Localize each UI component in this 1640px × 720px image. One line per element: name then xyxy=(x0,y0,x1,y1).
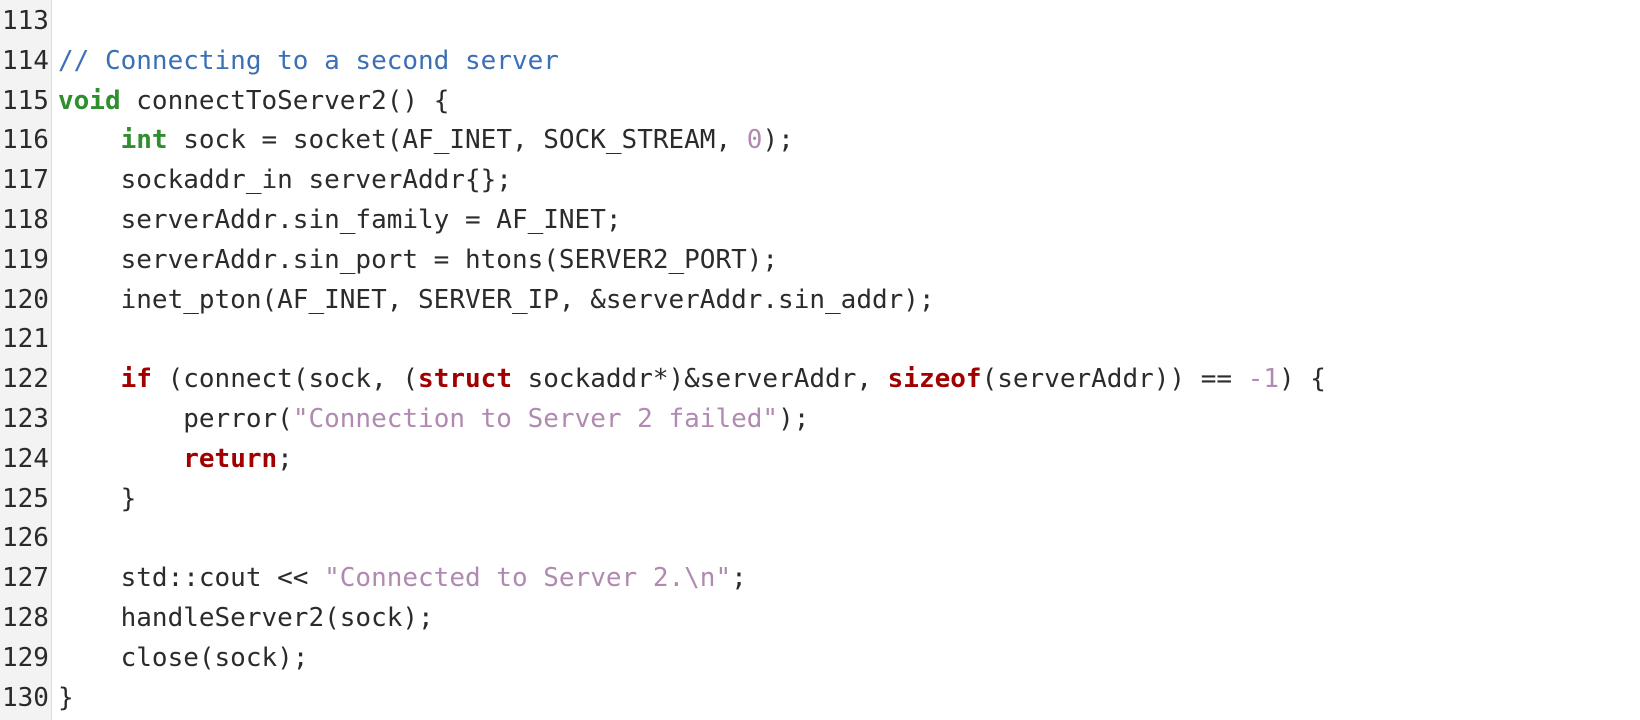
code-token: (connect(sock, ( xyxy=(151,364,419,395)
code-line[interactable]: close(sock); xyxy=(58,639,1640,679)
code-line[interactable]: void connectToServer2() { xyxy=(58,82,1640,122)
code-line[interactable]: sockaddr_in serverAddr{}; xyxy=(58,161,1640,201)
code-token: void xyxy=(58,85,121,116)
code-token: ) { xyxy=(1279,364,1326,395)
code-token: sizeof xyxy=(887,364,982,395)
code-token: serverAddr.sin_port = htons(SERVER2_PORT… xyxy=(58,244,779,275)
line-number: 125 xyxy=(2,483,49,514)
line-number: 126 xyxy=(2,523,49,554)
code-token: 0 xyxy=(746,125,763,156)
line-number: 116 xyxy=(2,125,49,156)
line-number: 121 xyxy=(2,324,49,355)
code-token: sockaddr*)&serverAddr, xyxy=(511,364,888,395)
line-number: 119 xyxy=(2,244,49,275)
code-token: sockaddr_in serverAddr{}; xyxy=(58,165,512,196)
code-token: inet_pton(AF_INET, SERVER_IP, &serverAdd… xyxy=(58,284,935,315)
code-token: ); xyxy=(762,125,794,156)
line-number: 122 xyxy=(2,364,49,395)
code-token: ; xyxy=(731,563,747,594)
code-token xyxy=(58,444,183,474)
line-number: 130 xyxy=(2,682,49,713)
code-line[interactable]: } xyxy=(58,679,1640,719)
code-line[interactable]: perror("Connection to Server 2 failed"); xyxy=(58,400,1640,440)
code-line[interactable]: return; xyxy=(58,440,1640,480)
code-token: struct xyxy=(418,364,512,395)
line-number: 123 xyxy=(2,403,49,434)
code-token: close(sock); xyxy=(58,642,309,673)
code-line[interactable] xyxy=(58,320,1640,360)
line-number: 124 xyxy=(2,443,49,474)
line-number: 120 xyxy=(2,284,49,315)
code-token: } xyxy=(58,483,137,514)
line-number-gutter: 113 114 115 116 117 118 119 120 121 122 123 124 125 1… xyxy=(0,0,52,720)
code-token: int xyxy=(120,125,168,156)
code-line[interactable]: // Connecting to a second server xyxy=(58,42,1640,82)
code-line[interactable]: serverAddr.sin_family = AF_INET; xyxy=(58,201,1640,241)
code-token: handleServer2(sock); xyxy=(58,602,434,633)
code-token: } xyxy=(58,682,74,713)
code-token: // Connecting to a second server xyxy=(58,45,559,76)
code-token: if xyxy=(120,364,152,395)
code-line[interactable]: int sock = socket(AF_INET, SOCK_STREAM, … xyxy=(58,121,1640,161)
code-token: "Connected to Server 2.\n" xyxy=(324,563,732,594)
line-number: 113 xyxy=(2,6,49,36)
code-token: -1 xyxy=(1247,364,1279,395)
line-number: 117 xyxy=(2,165,49,196)
code-line[interactable]: if (connect(sock, (struct sockaddr*)&ser… xyxy=(58,360,1640,400)
code-line[interactable]: serverAddr.sin_port = htons(SERVER2_PORT… xyxy=(58,241,1640,281)
line-number: 114 xyxy=(2,45,49,76)
code-token: "Connection to Server 2 failed" xyxy=(292,403,779,434)
code-token: (serverAddr)) == xyxy=(981,364,1248,395)
code-token xyxy=(58,364,121,394)
code-line[interactable]: handleServer2(sock); xyxy=(58,599,1640,639)
code-token: sock = socket(AF_INET, SOCK_STREAM, xyxy=(167,125,747,156)
code-token xyxy=(58,125,121,155)
code-area[interactable]: // Connecting to a second server void con… xyxy=(52,0,1640,720)
code-token: serverAddr.sin_family = AF_INET; xyxy=(58,204,622,235)
code-token: connectToServer2() { xyxy=(120,85,450,116)
code-line[interactable] xyxy=(58,519,1640,559)
code-line[interactable]: } xyxy=(58,480,1640,520)
line-number: 115 xyxy=(2,85,49,116)
code-token: return xyxy=(183,443,278,474)
code-token: ); xyxy=(778,403,810,434)
code-token: ; xyxy=(277,443,293,474)
line-number: 118 xyxy=(2,204,49,235)
code-token: perror( xyxy=(58,403,293,434)
line-number: 127 xyxy=(2,563,49,594)
code-line[interactable]: inet_pton(AF_INET, SERVER_IP, &serverAdd… xyxy=(58,281,1640,321)
code-token: std::cout << xyxy=(58,563,325,594)
code-line[interactable]: std::cout << "Connected to Server 2.\n"; xyxy=(58,559,1640,599)
line-number: 128 xyxy=(2,602,49,633)
code-line[interactable] xyxy=(58,2,1640,42)
line-number: 129 xyxy=(2,642,49,673)
